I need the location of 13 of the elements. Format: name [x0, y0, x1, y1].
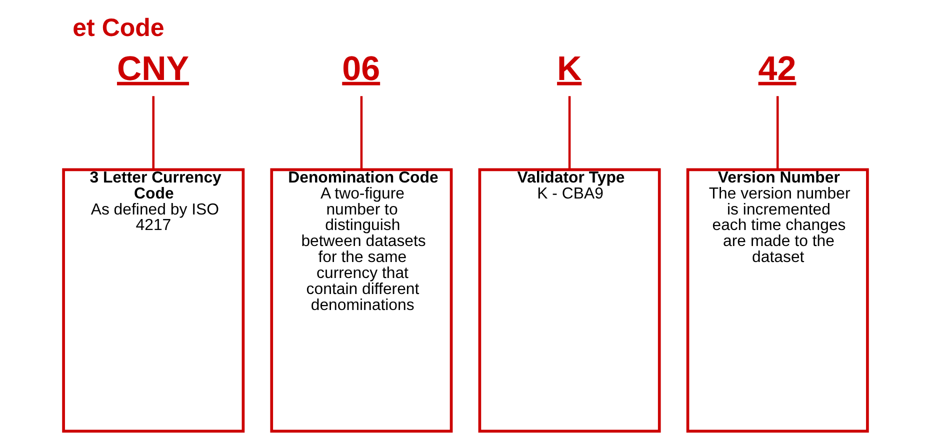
- node-box: Version Number The version number is incremented each time changes are made to the dataset: [686, 168, 868, 433]
- node-box: Validator Type K - CBA9: [478, 168, 660, 433]
- connector: [360, 96, 362, 170]
- connector: [152, 96, 154, 170]
- node-text: 42: [758, 50, 796, 88]
- node-text: 06: [342, 50, 380, 88]
- diagram-title: et Code: [72, 14, 164, 42]
- node-box: Denomination Code A two-figure number to distinguish between datasets for the same currency that contain different denominations: [270, 168, 452, 433]
- node-text: CNY: [116, 50, 189, 88]
- node-text: K: [556, 50, 582, 88]
- connector: [776, 96, 778, 170]
- node-box: 3 Letter Currency Code As defined by ISO 4217: [62, 168, 244, 433]
- connector: [568, 96, 570, 170]
